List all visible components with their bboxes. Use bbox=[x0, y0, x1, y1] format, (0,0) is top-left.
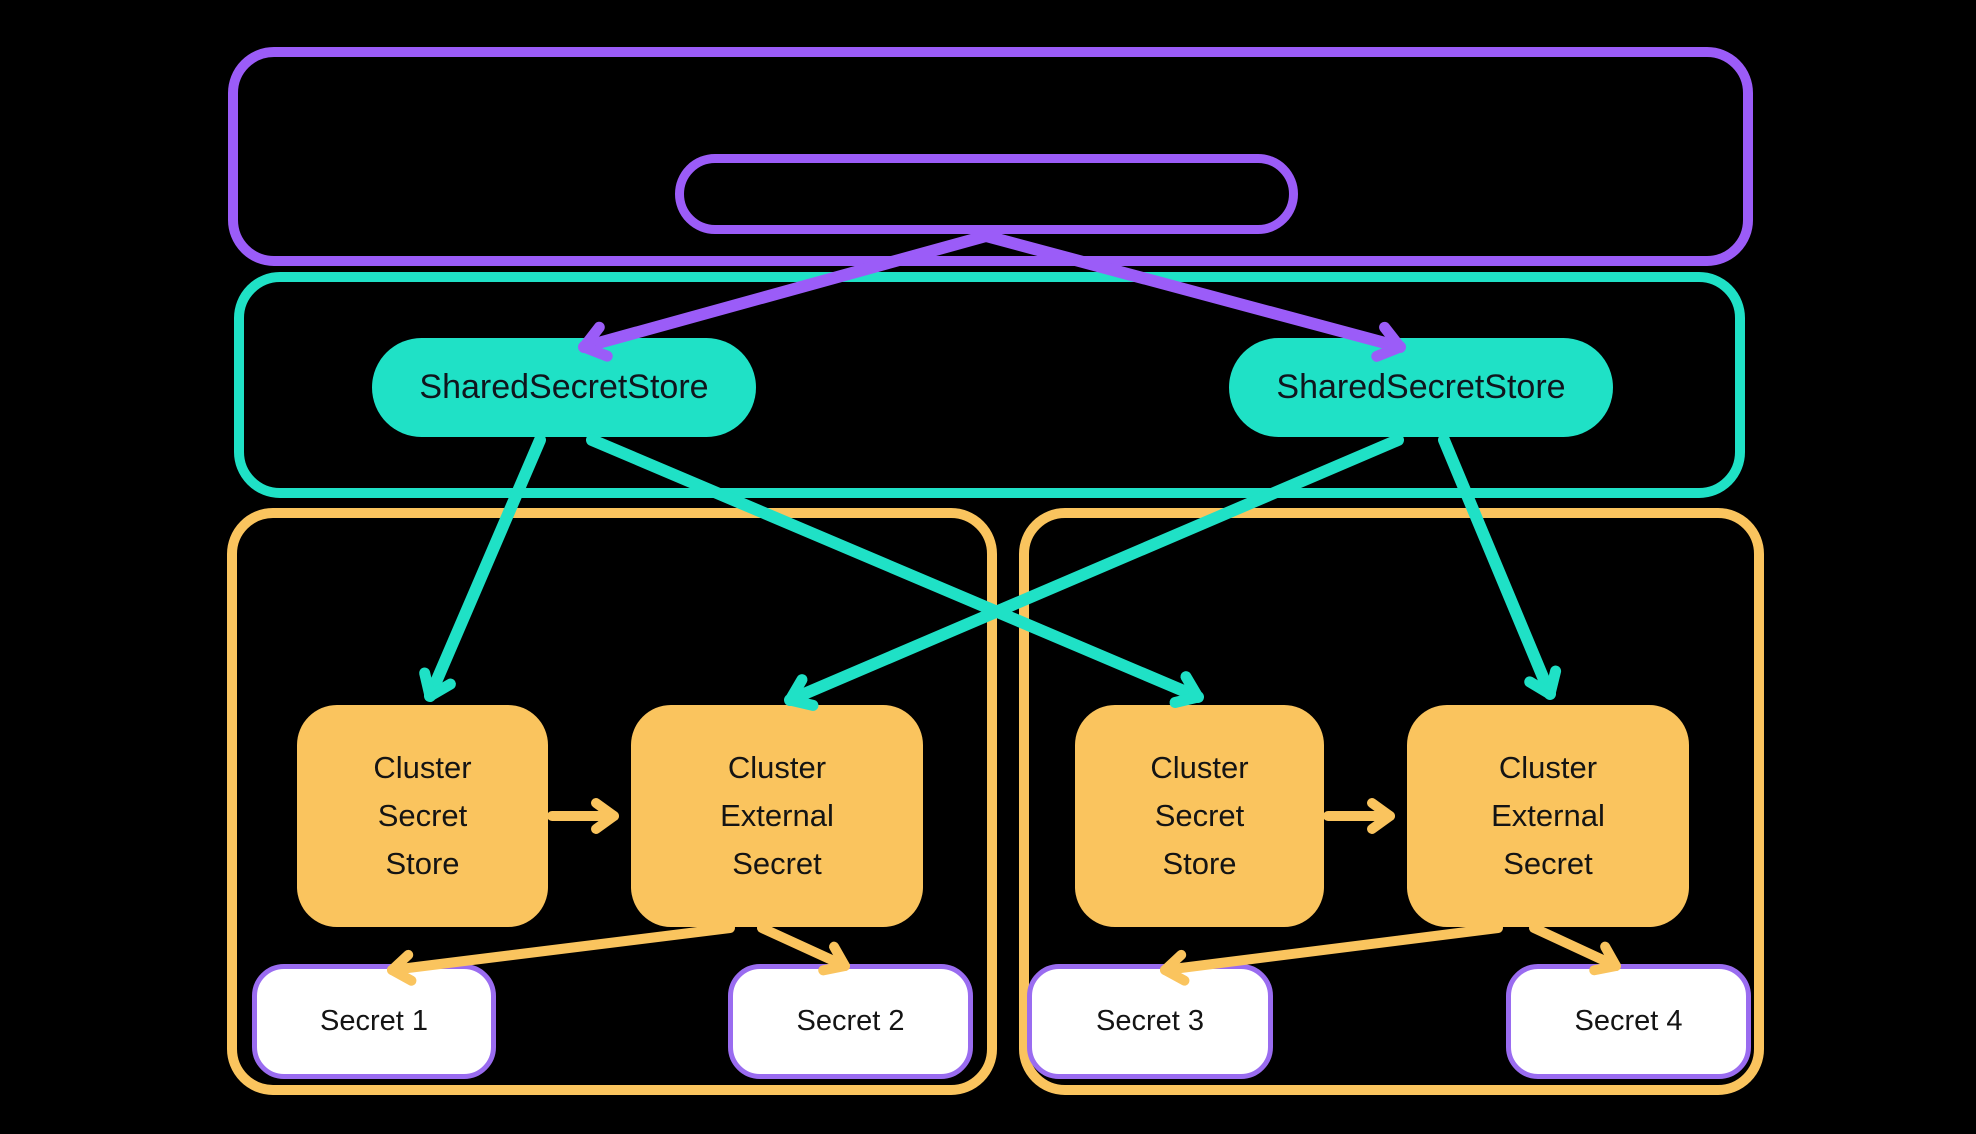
cluster-secret-store-right: Cluster Secret Store bbox=[1075, 705, 1324, 927]
cluster-secret-store-left: Cluster Secret Store bbox=[297, 705, 548, 927]
secret-4-label: Secret 4 bbox=[1574, 1005, 1683, 1037]
cluster-external-secret-right-label: Cluster External Secret bbox=[1491, 749, 1605, 882]
secret-3-label: Secret 3 bbox=[1096, 1005, 1204, 1037]
cluster-external-secret-right: Cluster External Secret bbox=[1407, 705, 1689, 927]
shared-secret-store-right: SharedSecretStore bbox=[1229, 338, 1613, 437]
shared-secret-store-right-label: SharedSecretStore bbox=[1276, 368, 1566, 406]
secret-pill-4: Secret 4 bbox=[1506, 964, 1751, 1079]
secret-pill-2: Secret 2 bbox=[728, 964, 973, 1079]
secret-pill-3: Secret 3 bbox=[1027, 964, 1273, 1079]
cluster-secret-store-right-label: Cluster Secret Store bbox=[1150, 749, 1249, 882]
secret-pill-1: Secret 1 bbox=[252, 964, 496, 1079]
secret-2-label: Secret 2 bbox=[796, 1005, 905, 1037]
secret-1-label: Secret 1 bbox=[320, 1005, 428, 1037]
cluster-secret-store-left-label: Cluster Secret Store bbox=[373, 749, 472, 882]
shared-secret-store-left-label: SharedSecretStore bbox=[419, 368, 709, 406]
top-pill-outline bbox=[675, 154, 1298, 234]
cluster-external-secret-left-label: Cluster External Secret bbox=[720, 749, 834, 882]
shared-secret-store-left: SharedSecretStore bbox=[372, 338, 756, 437]
cluster-external-secret-left: Cluster External Secret bbox=[631, 705, 923, 927]
